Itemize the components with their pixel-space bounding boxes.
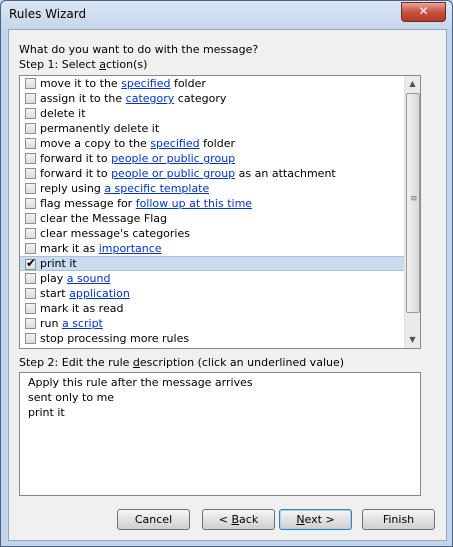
action-label: forward it to people or public group xyxy=(40,152,236,165)
action-link[interactable]: category xyxy=(125,92,175,105)
finish-button[interactable]: Finish xyxy=(362,509,435,530)
action-link[interactable]: follow up at this time xyxy=(135,197,253,210)
action-row[interactable]: permanently delete it xyxy=(20,121,404,136)
description-line: sent only to me xyxy=(28,391,115,404)
action-label: permanently delete it xyxy=(40,122,160,135)
action-row[interactable]: clear message's categories xyxy=(20,226,404,241)
next-button[interactable]: Next > xyxy=(279,509,352,530)
action-link[interactable]: a script xyxy=(61,317,103,330)
close-button[interactable]: ✕ xyxy=(401,2,446,22)
action-row[interactable]: start application xyxy=(20,286,404,301)
window-title: Rules Wizard xyxy=(9,7,87,21)
action-link[interactable]: specified xyxy=(121,77,171,90)
action-label: print it xyxy=(40,257,77,270)
action-row[interactable]: forward it to people or public group as … xyxy=(20,166,404,181)
description-line: print it xyxy=(28,406,65,419)
action-link[interactable]: a specific template xyxy=(104,182,210,195)
action-checkbox[interactable] xyxy=(25,168,36,179)
action-row[interactable]: mark it as read xyxy=(20,301,404,316)
title-bar: Rules Wizard ✕ xyxy=(1,1,452,29)
dialog-body: What do you want to do with the message?… xyxy=(8,29,447,541)
grip-icon: ≡ xyxy=(410,194,418,204)
action-row[interactable]: delete it xyxy=(20,106,404,121)
action-checkbox[interactable] xyxy=(25,288,36,299)
actions-list[interactable]: stop processing more rules run a script ma… xyxy=(19,75,421,349)
action-checkbox[interactable] xyxy=(25,256,36,270)
action-label: play a sound xyxy=(40,272,111,285)
action-checkbox[interactable] xyxy=(25,123,36,134)
action-label: clear the Message Flag xyxy=(40,212,167,225)
action-row[interactable]: forward it to people or public group xyxy=(20,151,404,166)
action-row[interactable]: play a sound xyxy=(20,271,404,286)
action-row[interactable]: assign it to the category category xyxy=(20,91,404,106)
action-label: run a script xyxy=(40,317,103,330)
action-link[interactable]: people or public group xyxy=(111,167,236,180)
action-checkbox[interactable] xyxy=(25,333,36,344)
action-checkbox[interactable] xyxy=(25,93,36,104)
action-label: reply using a specific template xyxy=(40,182,210,195)
action-checkbox[interactable] xyxy=(25,213,36,224)
description-line: Apply this rule after the message arrive… xyxy=(28,376,253,389)
close-icon: ✕ xyxy=(418,4,429,18)
action-checkbox[interactable] xyxy=(25,138,36,149)
action-row[interactable]: stop processing more rules xyxy=(20,331,404,346)
step2-label: Step 2: Edit the rule description (click… xyxy=(19,356,345,369)
action-checkbox[interactable] xyxy=(25,78,36,89)
action-link[interactable]: people or public group xyxy=(111,152,236,165)
action-checkbox[interactable] xyxy=(25,198,36,209)
scroll-up-icon[interactable]: ▲ xyxy=(409,79,416,88)
action-checkbox[interactable] xyxy=(25,303,36,314)
actions-scrollbar[interactable]: ▲ ≡ ▼ xyxy=(404,76,420,348)
action-label: forward it to people or public group as … xyxy=(40,167,336,180)
action-link[interactable]: a sound xyxy=(66,272,111,285)
action-link[interactable]: specified xyxy=(150,137,200,150)
action-checkbox[interactable] xyxy=(25,228,36,239)
action-label: mark it as importance xyxy=(40,242,162,255)
rule-description-box[interactable]: Apply this rule after the message arrive… xyxy=(19,372,421,496)
prompt-label: What do you want to do with the message? xyxy=(19,43,259,56)
action-label: clear message's categories xyxy=(40,227,190,240)
action-label: delete it xyxy=(40,107,86,120)
action-checkbox[interactable] xyxy=(25,153,36,164)
scroll-down-icon[interactable]: ▼ xyxy=(409,335,416,344)
action-checkbox[interactable] xyxy=(25,273,36,284)
action-row[interactable]: move it to the specified folder xyxy=(20,76,404,91)
action-label: start application xyxy=(40,287,130,300)
action-row[interactable]: flag message for follow up at this time xyxy=(20,196,404,211)
action-label: mark it as read xyxy=(40,302,124,315)
back-button[interactable]: < Back xyxy=(202,509,275,530)
action-label: stop processing more rules xyxy=(40,332,190,345)
action-checkbox[interactable] xyxy=(25,183,36,194)
action-row[interactable]: print it xyxy=(20,256,404,271)
action-row[interactable]: reply using a specific template xyxy=(20,181,404,196)
step1-label: Step 1: Select action(s) xyxy=(19,58,148,71)
action-checkbox[interactable] xyxy=(25,318,36,329)
scroll-thumb[interactable]: ≡ xyxy=(406,93,420,313)
action-row[interactable]: clear the Message Flag xyxy=(20,211,404,226)
action-row[interactable]: mark it as importance xyxy=(20,241,404,256)
action-label: move it to the specified folder xyxy=(40,77,206,90)
action-row[interactable]: run a script xyxy=(20,316,404,331)
cancel-button[interactable]: Cancel xyxy=(117,509,190,530)
action-label: flag message for follow up at this time xyxy=(40,197,253,210)
action-checkbox[interactable] xyxy=(25,108,36,119)
action-label: assign it to the category category xyxy=(40,92,227,105)
action-row[interactable]: move a copy to the specified folder xyxy=(20,136,404,151)
action-checkbox[interactable] xyxy=(25,243,36,254)
action-link[interactable]: importance xyxy=(98,242,162,255)
action-link[interactable]: application xyxy=(69,287,130,300)
action-label: move a copy to the specified folder xyxy=(40,137,236,150)
